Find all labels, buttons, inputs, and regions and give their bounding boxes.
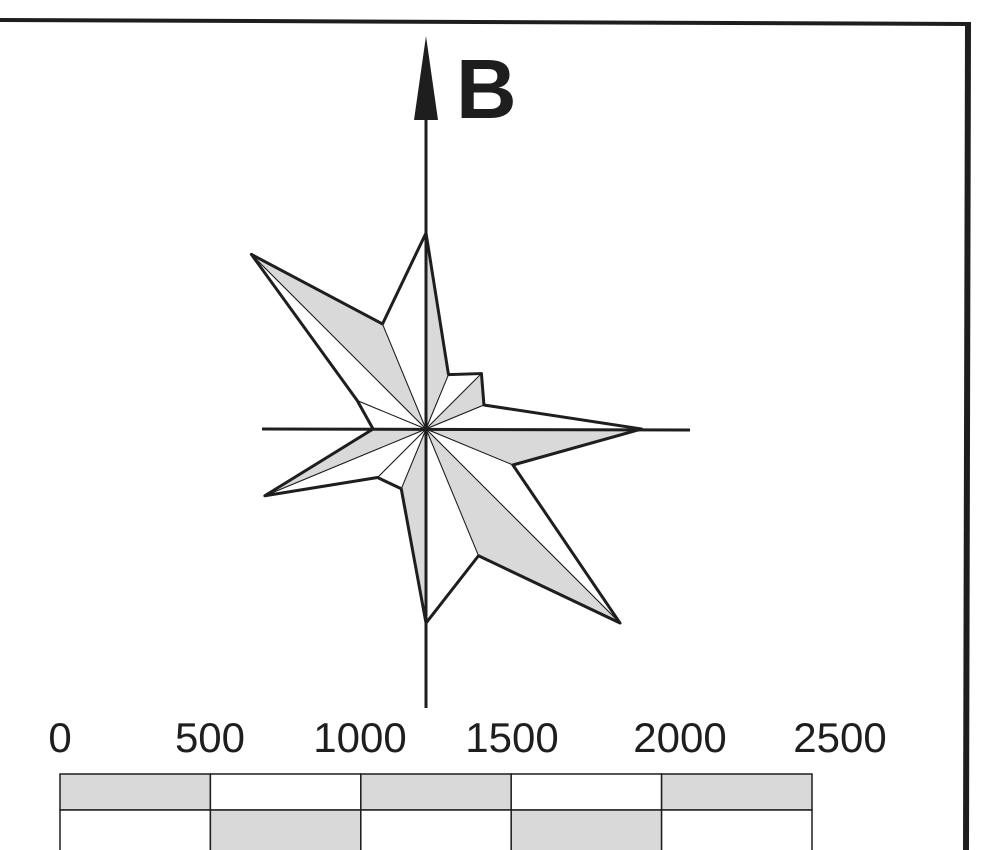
- north-arrow-icon: [414, 36, 438, 120]
- scale-tick-label: 1500: [465, 714, 558, 761]
- scale-bar-segment: [510, 773, 663, 811]
- scale-bar-segment: [510, 809, 663, 850]
- scale-bar-ticks: 0 500 1000 1500 2000 2500: [48, 714, 886, 761]
- frame-right-border: [963, 21, 971, 850]
- scale-bar: [59, 773, 813, 850]
- scale-tick-label: 1000: [313, 714, 406, 761]
- panel-label: B: [456, 42, 517, 136]
- scale-bar-segment: [59, 773, 212, 811]
- scale-tick-label: 0: [48, 714, 71, 761]
- scale-bar-segment: [209, 809, 362, 850]
- scale-tick-label: 2000: [633, 714, 726, 761]
- rose-diagram: [249, 231, 644, 625]
- scale-bar-segment: [360, 809, 512, 850]
- frame-top-border: [0, 18, 969, 26]
- scale-bar-segment: [660, 809, 813, 850]
- east-west-axis: [261, 427, 691, 432]
- scale-bar-segment: [360, 773, 512, 811]
- scale-tick-label: 500: [175, 714, 245, 761]
- scale-tick-label: 2500: [793, 714, 886, 761]
- scale-bar-segment: [59, 809, 212, 850]
- scale-bar-segment: [209, 773, 362, 811]
- scale-bar-segment: [660, 773, 813, 811]
